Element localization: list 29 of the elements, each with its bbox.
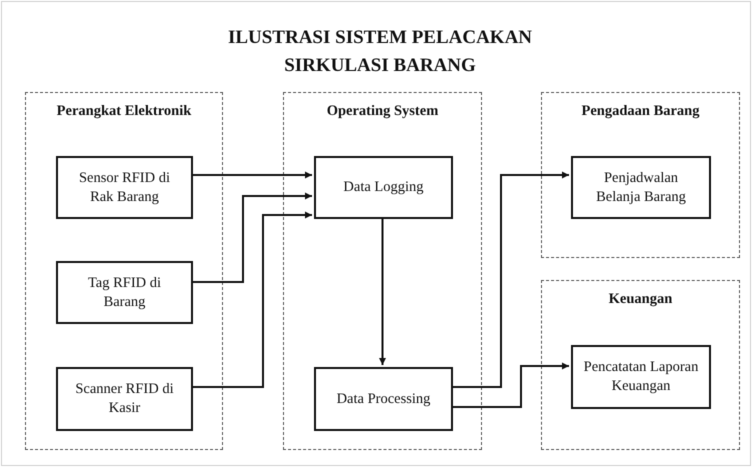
diagram-title: ILUSTRASI SISTEM PELACAKAN SIRKULASI BARANG [226, 26, 534, 78]
box-label: Data Logging [342, 178, 425, 197]
group-frame [25, 92, 223, 450]
process-box [571, 156, 711, 219]
group-heading: Pengadaan Barang [580, 103, 701, 120]
process-box [314, 367, 453, 431]
group-frame [541, 92, 740, 258]
arrow [192, 172, 312, 178]
process-box [571, 345, 711, 409]
box-label: Scanner RFID di Kasir [74, 380, 175, 418]
box-label: Pencatatan Laporan Keuangan [582, 358, 700, 396]
process-box [56, 261, 193, 324]
box-label: Data Processing [336, 390, 432, 408]
process-box [314, 156, 453, 219]
group-heading: Keuangan [608, 291, 674, 308]
process-box [56, 367, 193, 431]
group-frame [283, 92, 482, 450]
box-label: Penjadwalan Belanja Barang [595, 168, 687, 206]
box-label: Tag RFID di Barang [86, 274, 162, 312]
arrow [452, 172, 569, 388]
group-heading: Operating System [326, 103, 440, 120]
arrow [192, 212, 312, 388]
process-box [56, 156, 193, 219]
arrow [452, 362, 569, 408]
group-heading: Perangkat Elektronik [56, 103, 192, 120]
box-label: Sensor RFID di Rak Barang [78, 168, 172, 206]
arrow [379, 218, 386, 365]
group-frame [541, 280, 740, 450]
arrow [192, 192, 312, 283]
